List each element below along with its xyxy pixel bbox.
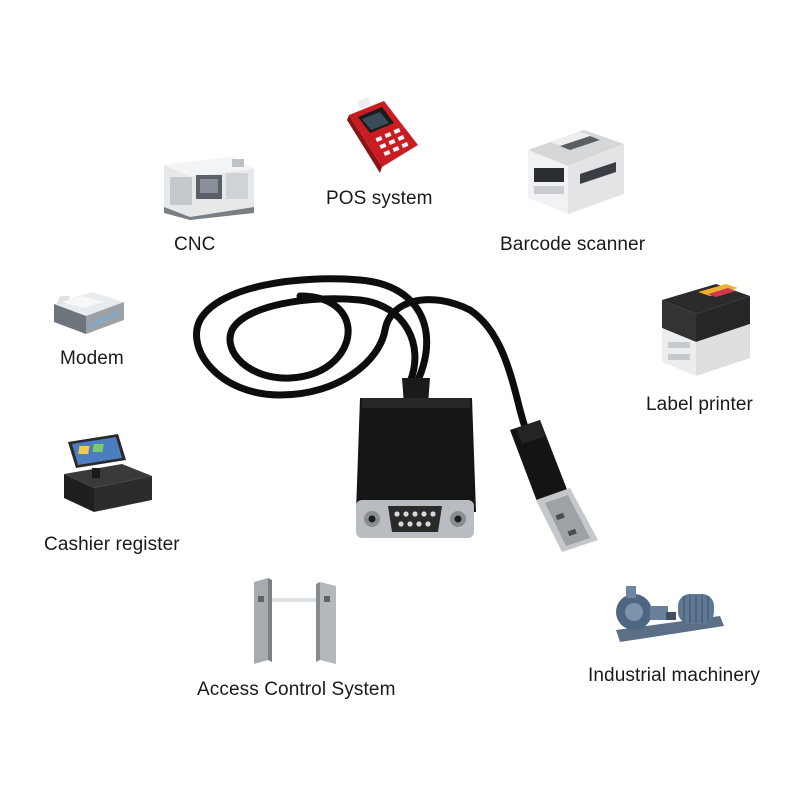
modem-image xyxy=(52,290,126,336)
pos-system-label: POS system xyxy=(326,188,433,209)
barcode-scanner-label: Barcode scanner xyxy=(500,234,646,255)
modem-label: Modem xyxy=(60,348,124,369)
label-printer-image xyxy=(658,282,754,380)
pump-machine-icon xyxy=(616,586,724,642)
turnstile-gate-icon xyxy=(254,578,336,664)
industrial-machinery-image xyxy=(608,582,728,650)
pos-terminal-icon xyxy=(347,97,418,173)
usb-to-rs232-serial-cable-icon xyxy=(193,275,598,552)
access-control-label: Access Control System xyxy=(197,679,396,700)
cnc-label: CNC xyxy=(174,234,216,255)
cnc-image xyxy=(162,155,257,220)
label-printer-label: Label printer xyxy=(646,394,753,415)
industrial-machinery-label: Industrial machinery xyxy=(588,665,761,686)
modem-icon xyxy=(54,292,124,334)
cashier-register-image xyxy=(62,432,154,514)
cash-register-icon xyxy=(64,434,152,512)
multifunction-printer-icon xyxy=(528,130,624,214)
barcode-scanner-image xyxy=(520,128,628,220)
pos-system-image xyxy=(344,95,424,175)
access-control-image xyxy=(248,576,348,666)
cashier-register-label: Cashier register xyxy=(44,534,180,555)
label-printer-icon xyxy=(662,284,750,376)
cnc-machine-icon xyxy=(164,157,254,220)
usb-serial-cable-image xyxy=(180,262,620,562)
